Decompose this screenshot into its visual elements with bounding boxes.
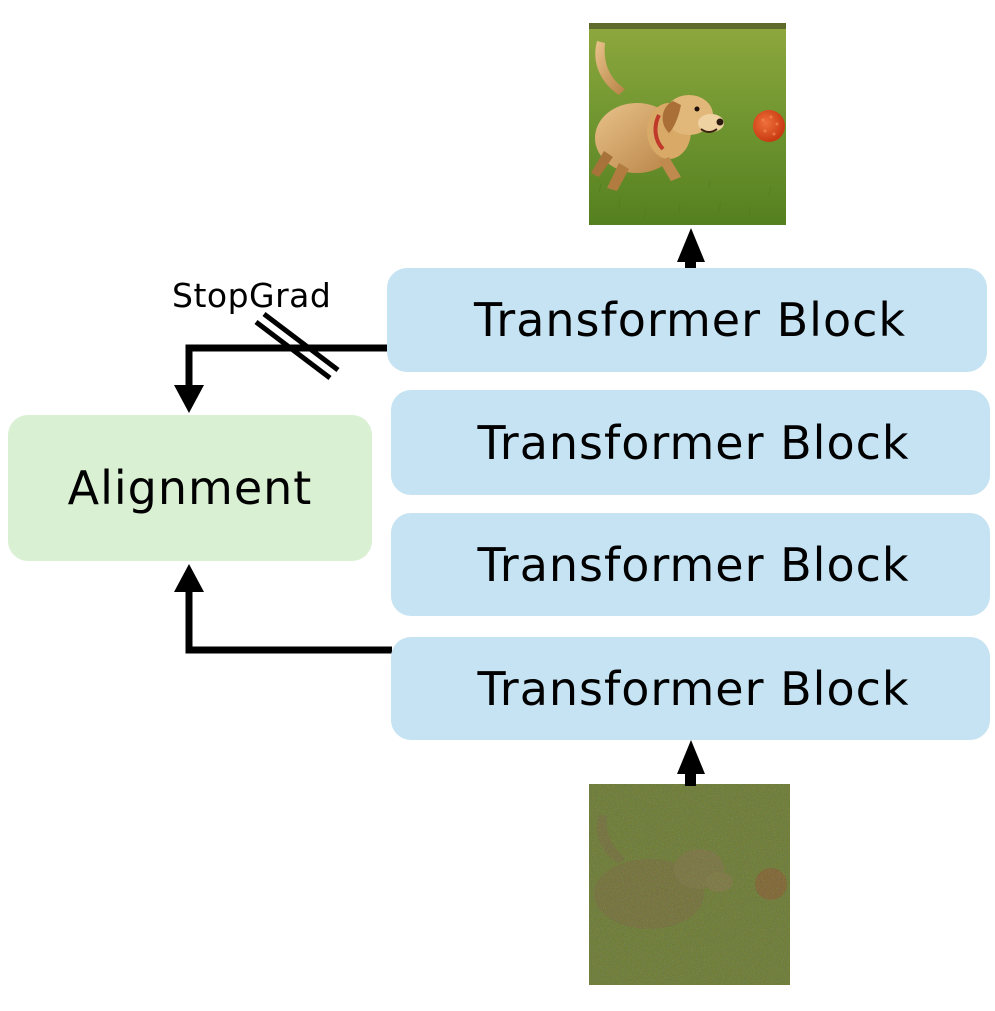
- transformer-block-1: Transformer Block: [391, 637, 990, 740]
- alignment-box: Alignment: [8, 415, 372, 561]
- input-arrow: [677, 740, 705, 786]
- output-image: [589, 23, 786, 225]
- transformer-block-3: Transformer Block: [391, 390, 990, 495]
- alignment-label: Alignment: [67, 461, 313, 515]
- transformer-block-label: Transformer Block: [477, 661, 910, 716]
- stopgrad-connector: [174, 344, 388, 413]
- input-image: [589, 784, 790, 985]
- transformer-block-label: Transformer Block: [473, 293, 907, 347]
- stopgrad-slash-icon: [254, 312, 340, 380]
- noisy-dog-image: [589, 784, 790, 985]
- clean-dog-image: [589, 23, 786, 225]
- transformer-block-label: Transformer Block: [477, 415, 910, 470]
- stopgrad-label: StopGrad: [172, 276, 332, 315]
- transformer-block-label: Transformer Block: [477, 537, 910, 592]
- output-arrow: [677, 228, 705, 270]
- transformer-block-4: Transformer Block: [387, 268, 987, 372]
- feature-connector: [174, 564, 392, 654]
- transformer-block-2: Transformer Block: [391, 513, 990, 616]
